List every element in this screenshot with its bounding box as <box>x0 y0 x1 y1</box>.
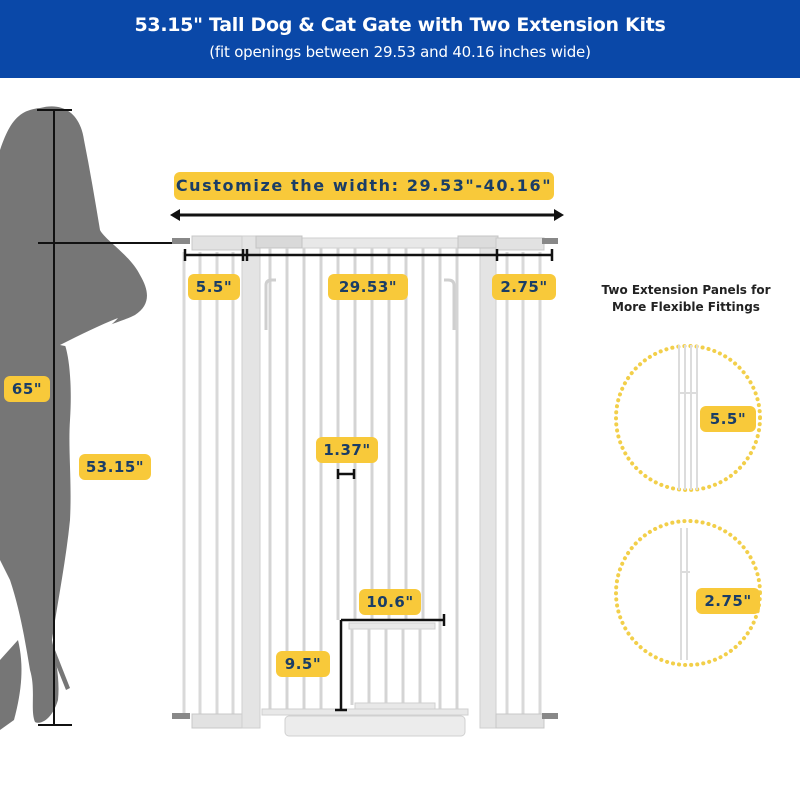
gate-height-badge: 53.15" <box>79 454 151 480</box>
caption-line-2: More Flexible Fittings <box>612 300 760 314</box>
extension-panel-b-badge: 2.75" <box>696 588 760 614</box>
person-silhouette <box>0 106 147 730</box>
extension-panel-a-badge: 5.5" <box>700 406 756 432</box>
bar-spacing-marker <box>336 469 356 479</box>
person-height-badge: 65" <box>4 376 50 402</box>
bar-spacing-badge: 1.37" <box>316 437 378 463</box>
main-gate-width-badge: 29.53" <box>328 274 408 300</box>
door-dimension-lines <box>335 614 446 712</box>
width-arrow <box>170 209 564 221</box>
extension-panels-caption: Two Extension Panels for More Flexible F… <box>586 282 786 316</box>
right-extension-width-badge: 2.75" <box>492 274 556 300</box>
width-range-badge: Customize the width: 29.53"-40.16" <box>174 172 554 200</box>
height-dimension-lines <box>37 109 180 726</box>
door-width-badge: 10.6" <box>359 589 421 615</box>
caption-line-1: Two Extension Panels for <box>601 283 771 297</box>
gate-illustration <box>172 235 558 737</box>
left-extension-width-badge: 5.5" <box>188 274 240 300</box>
extension-panel-illustrations <box>614 344 762 667</box>
page-subtitle: (fit openings between 29.53 and 40.16 in… <box>209 43 591 61</box>
header-banner: 53.15" Tall Dog & Cat Gate with Two Exte… <box>0 0 800 78</box>
section-dimension-lines <box>183 249 554 261</box>
page-title: 53.15" Tall Dog & Cat Gate with Two Exte… <box>134 14 666 36</box>
door-height-badge: 9.5" <box>276 651 330 677</box>
